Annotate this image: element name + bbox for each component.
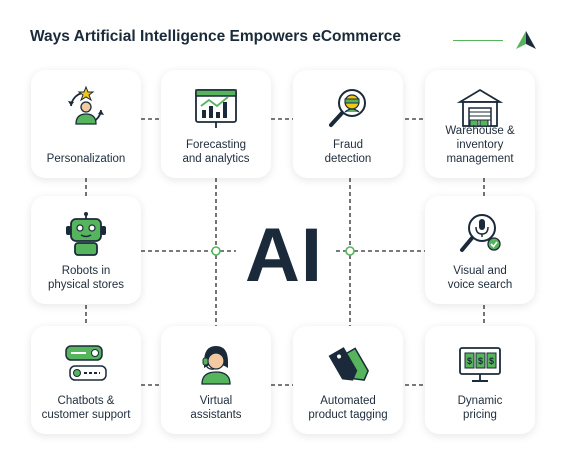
robot-icon bbox=[66, 212, 106, 256]
card-label: Virtual assistants bbox=[190, 395, 242, 421]
brand-logo-icon bbox=[516, 31, 536, 49]
svg-text:$: $ bbox=[489, 356, 494, 366]
card-pricing: $ $ $ Dynamic pricing bbox=[425, 326, 535, 434]
card-label: Visual and voice search bbox=[447, 265, 513, 291]
card-label: Forecasting and analytics bbox=[182, 139, 250, 165]
chart-board-icon bbox=[195, 89, 237, 128]
card-label: Warehouse & inventory management bbox=[445, 125, 515, 165]
ai-center-label: AI bbox=[245, 213, 323, 298]
title-underline bbox=[453, 40, 503, 41]
card-label: Dynamic pricing bbox=[457, 395, 503, 421]
headset-assistant-icon bbox=[201, 346, 231, 385]
card-virtual: Virtual assistants bbox=[161, 326, 271, 434]
card-forecasting: Forecasting and analytics bbox=[161, 70, 271, 178]
magnifier-thief-icon bbox=[329, 89, 366, 127]
card-fraud: Fraud detection bbox=[293, 70, 403, 178]
price-tags-icon bbox=[328, 347, 369, 381]
card-label: Automated product tagging bbox=[308, 395, 388, 421]
card-robots: Robots in physical stores bbox=[31, 196, 141, 304]
card-chatbots: Chatbots & customer support bbox=[31, 326, 141, 434]
card-label: Robots in physical stores bbox=[47, 265, 125, 291]
card-label: Chatbots & customer support bbox=[41, 395, 131, 421]
magnifier-mic-icon bbox=[460, 214, 501, 252]
card-warehouse: Warehouse & inventory management bbox=[425, 70, 535, 178]
card-visual: Visual and voice search bbox=[425, 196, 535, 304]
warehouse-icon bbox=[456, 88, 504, 127]
card-tagging: Automated product tagging bbox=[293, 326, 403, 434]
svg-text:$: $ bbox=[467, 356, 472, 366]
card-label: Fraud detection bbox=[324, 139, 372, 165]
person-star-icon bbox=[68, 85, 104, 125]
page-title: Ways Artificial Intelligence Empowers eC… bbox=[30, 28, 401, 45]
card-label: Personalization bbox=[46, 153, 126, 165]
card-personalization: Personalization bbox=[31, 70, 141, 178]
svg-text:$: $ bbox=[478, 356, 483, 366]
chat-bubbles-icon bbox=[65, 345, 107, 381]
monitor-dollar-icon: $ $ $ bbox=[459, 347, 501, 382]
